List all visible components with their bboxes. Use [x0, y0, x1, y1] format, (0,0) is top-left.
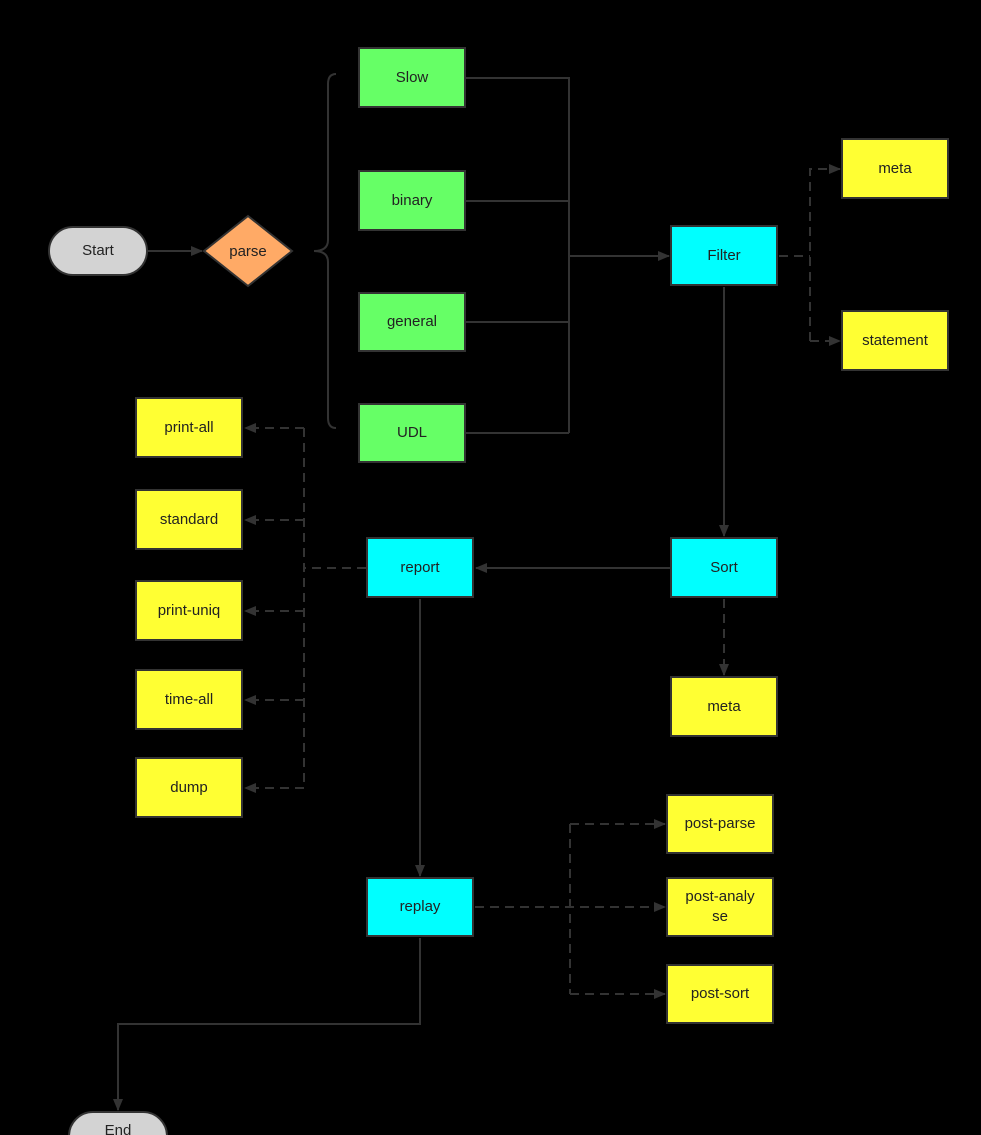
source-udl-label: UDL: [396, 424, 427, 441]
post-parse-label: post-parse: [684, 815, 756, 832]
post-analyse-node: post-analyse: [666, 877, 774, 937]
end-node: End: [68, 1111, 168, 1135]
edge-replay-end: [113, 938, 421, 1111]
sort-label: Sort: [710, 558, 738, 576]
source-udl-node: UDL: [358, 403, 466, 463]
sort-meta-label: meta: [707, 697, 741, 715]
print-uniq-node: print-uniq: [135, 580, 243, 641]
source-binary-node: binary: [358, 170, 466, 231]
edge-slow-filter: [466, 77, 570, 433]
post-analyse-label: post-analyse: [685, 888, 755, 925]
statement-label: statement: [862, 331, 928, 349]
sort-meta-node: meta: [670, 676, 778, 737]
print-all-label: print-all: [164, 418, 214, 436]
source-slow-label: Slow: [395, 68, 429, 86]
print-all-node: print-all: [135, 397, 243, 458]
print-uniq-label: print-uniq: [157, 601, 221, 619]
filter-meta-node: meta: [841, 138, 949, 199]
sort-node: Sort: [670, 537, 778, 598]
standard-label: standard: [159, 510, 219, 528]
brace-parse-sources: [313, 73, 337, 429]
edge-filter-meta: [809, 164, 841, 341]
dump-label: dump: [170, 778, 208, 796]
statement-node: statement: [841, 310, 949, 371]
report-label: report: [400, 558, 440, 576]
replay-label: replay: [399, 898, 441, 915]
start-node: Start: [48, 226, 148, 276]
time-all-node: time-all: [135, 669, 243, 730]
standard-node: standard: [135, 489, 243, 550]
source-slow-node: Slow: [358, 47, 466, 108]
source-binary-label: binary: [391, 191, 433, 209]
parse-decision-label: parse: [229, 242, 267, 260]
filter-meta-label: meta: [878, 159, 912, 177]
filter-node: Filter: [670, 225, 778, 286]
source-general-label: general: [386, 313, 438, 330]
time-all-label: time-all: [164, 690, 214, 708]
end-label: End: [104, 1122, 132, 1135]
post-parse-node: post-parse: [666, 794, 774, 854]
filter-label: Filter: [707, 246, 741, 264]
report-node: report: [366, 537, 474, 598]
start-label: Start: [82, 242, 114, 259]
post-sort-node: post-sort: [666, 964, 774, 1024]
replay-node: replay: [366, 877, 474, 937]
post-sort-label: post-sort: [690, 985, 750, 1002]
dump-node: dump: [135, 757, 243, 818]
source-general-node: general: [358, 292, 466, 352]
parse-decision-shape: [202, 214, 294, 288]
